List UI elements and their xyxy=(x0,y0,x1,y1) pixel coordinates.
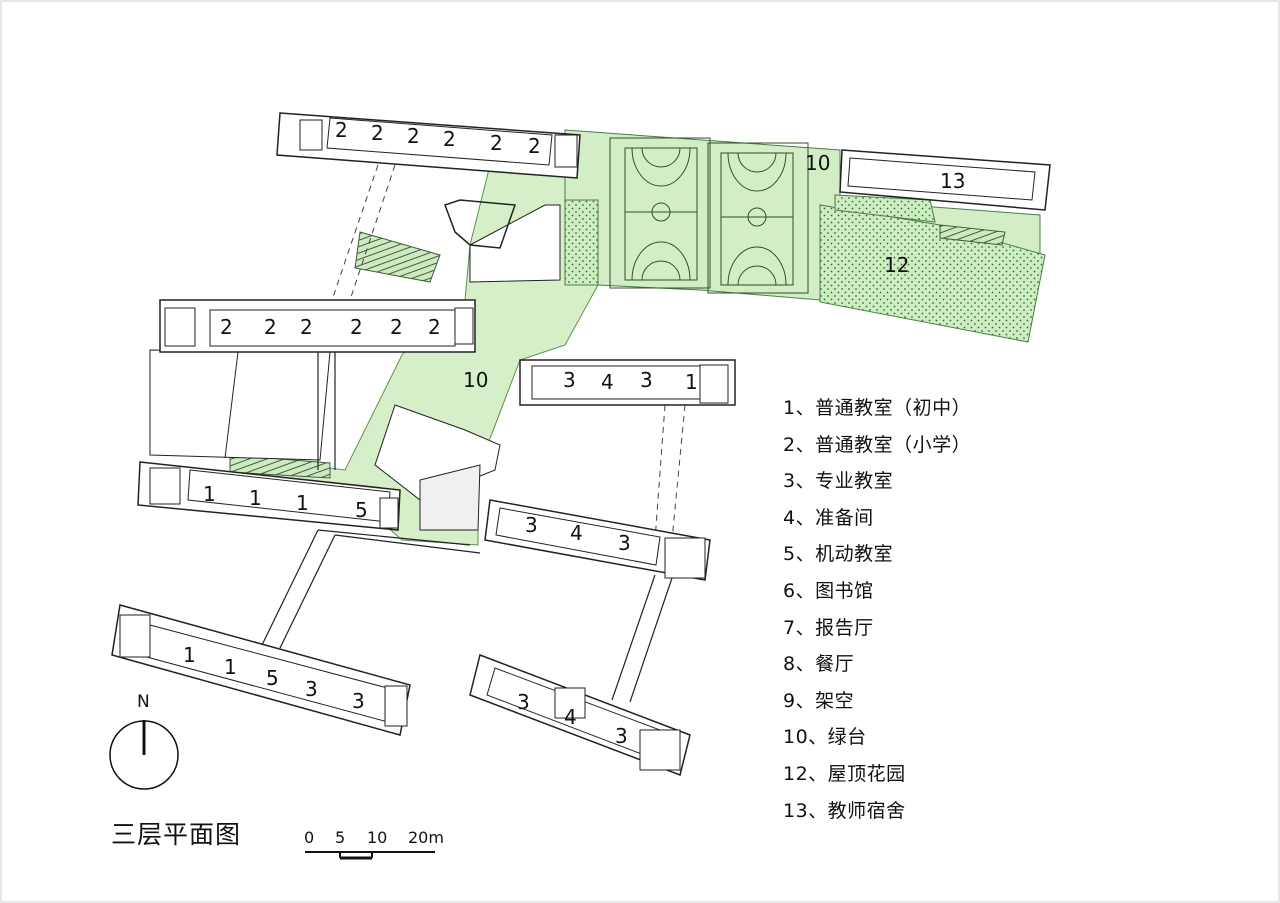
legend-item: 13、教师宿舍 xyxy=(783,799,906,822)
ramp-steps-north xyxy=(354,231,441,283)
room-label: 2 xyxy=(350,315,363,339)
block-second xyxy=(159,299,476,353)
skylight-frame xyxy=(444,199,517,249)
planting-strip xyxy=(564,199,599,286)
dorm-label: 13 xyxy=(940,169,965,193)
room-label: 3 xyxy=(525,513,538,537)
steps-east xyxy=(939,224,1006,246)
room-label: 1 xyxy=(249,486,262,510)
room-numbers-top: 2 2 2 2 2 2 xyxy=(335,118,541,158)
zone-labels: 13 10 10 12 xyxy=(463,151,965,392)
room-label: 2 xyxy=(220,315,233,339)
room-label: 1 xyxy=(685,370,698,394)
room-label: 1 xyxy=(296,491,309,515)
room-label: 4 xyxy=(564,705,577,729)
room-label: 3 xyxy=(517,690,530,714)
lightwell xyxy=(419,464,481,531)
legend-item: 7、报告厅 xyxy=(783,616,874,639)
block-dorm xyxy=(839,149,1051,211)
room-label: 2 xyxy=(490,131,503,155)
roof-garden-label: 12 xyxy=(884,253,909,277)
room-numbers-middle-right: 3 4 3 1 xyxy=(563,368,698,394)
planting-bed xyxy=(834,194,936,223)
basketball-court-left xyxy=(609,137,711,289)
legend-item: 4、准备间 xyxy=(783,506,874,529)
scale-label: 20m xyxy=(408,828,444,847)
ramp-steps-west xyxy=(229,454,331,479)
legend: 1、普通教室（初中） 2、普通教室（小学） 3、专业教室 4、准备间 5、机动教… xyxy=(783,395,1083,834)
basketball-court-right xyxy=(707,142,809,294)
room-label: 2 xyxy=(443,127,456,151)
plan-title: 三层平面图 xyxy=(111,820,242,849)
room-label: 5 xyxy=(266,666,279,690)
room-label: 2 xyxy=(335,118,348,142)
room-label: 2 xyxy=(264,315,277,339)
legend-item: 5、机动教室 xyxy=(783,543,894,566)
block-east xyxy=(484,499,711,581)
green-deck-label: 10 xyxy=(805,151,830,175)
room-numbers-junior: 1 1 1 5 xyxy=(203,482,368,522)
west-hall-outline xyxy=(149,349,331,461)
room-numbers-south-east: 3 4 3 xyxy=(517,690,628,748)
axis-lines xyxy=(331,164,686,541)
green-deck-label: 10 xyxy=(463,368,488,392)
legend-item: 2、普通教室（小学） xyxy=(783,433,972,456)
legend-item: 3、专业教室 xyxy=(783,470,894,493)
room-label: 2 xyxy=(528,134,541,158)
room-label: 2 xyxy=(390,315,403,339)
scale-label: 10 xyxy=(367,828,388,847)
legend-item: 6、图书馆 xyxy=(783,579,874,602)
room-numbers-east: 3 4 3 xyxy=(525,513,631,555)
room-label: 2 xyxy=(300,315,313,339)
room-label: 3 xyxy=(618,531,631,555)
scale-bar xyxy=(305,851,435,860)
room-label: 1 xyxy=(203,482,216,506)
north-label: N xyxy=(137,692,150,712)
room-label: 1 xyxy=(183,643,196,667)
room-label: 4 xyxy=(570,521,583,545)
block-top xyxy=(276,112,581,179)
legend-item: 1、普通教室（初中） xyxy=(783,397,972,419)
room-label: 2 xyxy=(428,315,441,339)
room-label: 3 xyxy=(352,689,365,713)
atrium-void-north xyxy=(469,204,561,283)
room-label: 4 xyxy=(601,370,614,394)
room-label: 2 xyxy=(407,124,420,148)
room-label: 3 xyxy=(305,677,318,701)
north-arrow xyxy=(109,720,179,790)
stair-cores xyxy=(119,119,729,771)
room-numbers-second: 2 2 2 2 2 2 xyxy=(220,315,441,339)
room-label: 2 xyxy=(371,121,384,145)
scale-label: 0 xyxy=(304,828,315,847)
room-numbers-south-west: 1 1 5 3 3 xyxy=(183,643,365,713)
room-label: 3 xyxy=(640,368,653,392)
room-label: 3 xyxy=(563,368,576,392)
block-middle-right xyxy=(519,359,736,406)
legend-item: 9、架空 xyxy=(783,689,855,712)
room-label: 1 xyxy=(224,655,237,679)
scale-label: 5 xyxy=(335,828,346,847)
legend-item: 8、餐厅 xyxy=(783,653,855,676)
legend-item: 12、屋顶花园 xyxy=(783,762,906,785)
corridors xyxy=(261,352,673,703)
block-south-west xyxy=(111,604,411,736)
room-label: 5 xyxy=(355,498,368,522)
room-label: 3 xyxy=(615,724,628,748)
legend-item: 10、绿台 xyxy=(783,726,867,749)
